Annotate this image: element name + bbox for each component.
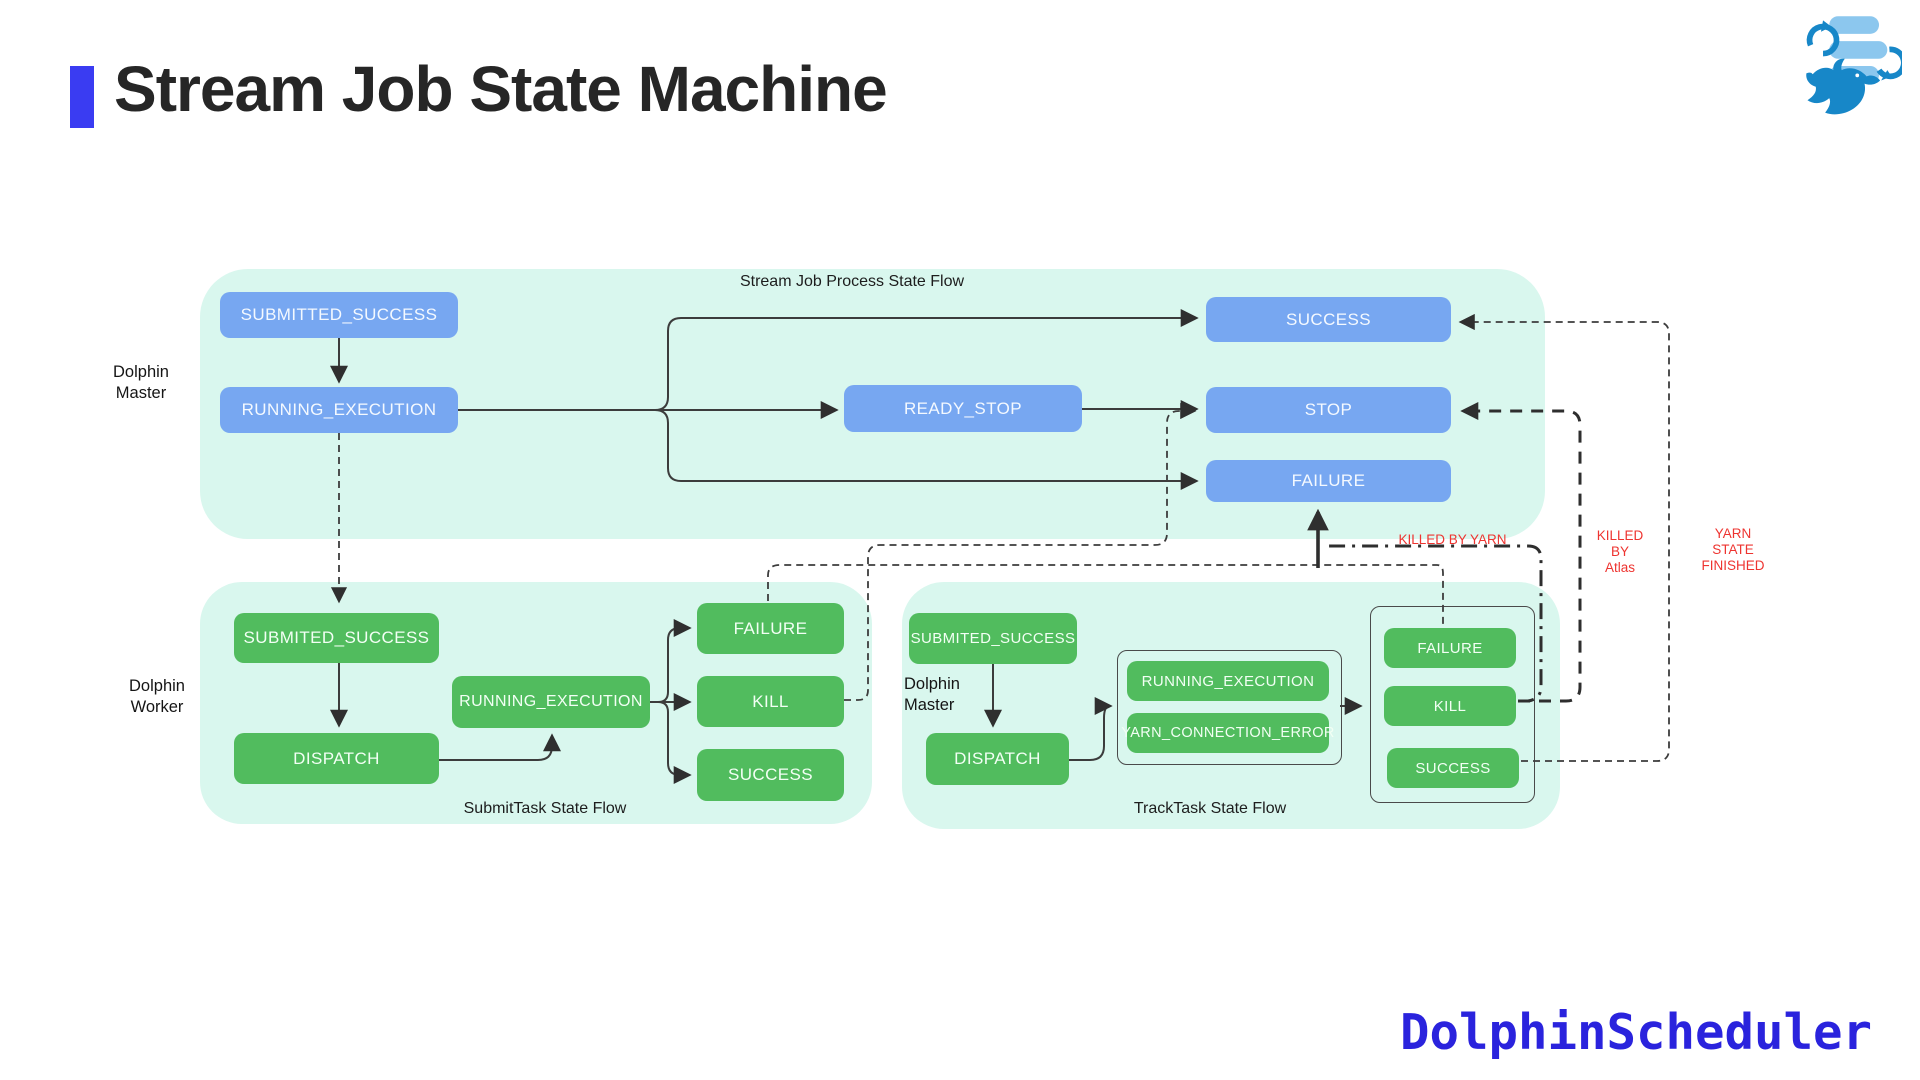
- node-track-dispatch: DISPATCH: [926, 733, 1069, 785]
- dolphin-icon: [1806, 58, 1881, 115]
- node-submit-running-execution: RUNNING_EXECUTION: [452, 676, 650, 728]
- logo-bar: [1829, 16, 1880, 34]
- label-dolphin-worker: Dolphin Worker: [129, 677, 185, 716]
- node-process-failure: FAILURE: [1206, 460, 1451, 502]
- node-submit-success: SUCCESS: [697, 749, 844, 801]
- node-track-running-execution: RUNNING_EXECUTION: [1127, 661, 1329, 701]
- logo-arrowhead: [1881, 70, 1892, 81]
- logo-arrowhead: [1820, 20, 1832, 32]
- track-running-group: [1117, 650, 1342, 765]
- title-accent-bar: [70, 66, 94, 128]
- dolphinscheduler-wordmark: DolphinScheduler: [1400, 1004, 1873, 1061]
- node-track-submited-success: SUBMITED_SUCCESS: [909, 613, 1077, 664]
- label-dolphin-master-top: Dolphin Master: [113, 363, 169, 402]
- logo-bar: [1829, 41, 1888, 59]
- dolphinscheduler-logo-icon: [1806, 16, 1902, 115]
- dolphin-eye: [1855, 73, 1860, 78]
- track-task-title: TrackTask State Flow: [1133, 800, 1287, 817]
- node-track-kill: KILL: [1384, 686, 1516, 726]
- node-submit-dispatch: DISPATCH: [234, 733, 439, 784]
- node-track-yarn-connection-error: YARN_CONNECTION_ERROR: [1121, 713, 1334, 753]
- node-track-failure: FAILURE: [1384, 628, 1516, 668]
- submit-task-title: SubmitTask State Flow: [463, 800, 627, 817]
- node-submit-failure: FAILURE: [697, 603, 844, 654]
- node-process-submitted-success: SUBMITTED_SUCCESS: [220, 292, 458, 338]
- annotation-yarn-state-finished: YARN STATE FINISHED: [1701, 526, 1765, 573]
- annotation-killed-by-atlas: KILLED BY Atlas: [1596, 528, 1644, 575]
- node-track-success: SUCCESS: [1387, 748, 1519, 788]
- node-process-ready-stop: READY_STOP: [844, 385, 1082, 432]
- node-process-success: SUCCESS: [1206, 297, 1451, 342]
- node-submit-kill: KILL: [697, 676, 844, 727]
- node-submit-submited-success: SUBMITED_SUCCESS: [234, 613, 439, 663]
- logo-cycle-arrow-left: [1806, 23, 1840, 57]
- node-process-running-execution: RUNNING_EXECUTION: [220, 387, 458, 433]
- process-flow-title: Stream Job Process State Flow: [739, 273, 965, 290]
- label-dolphin-master-track: Dolphin Master: [904, 675, 960, 714]
- node-process-stop: STOP: [1206, 387, 1451, 433]
- annotation-killed-by-yarn: KILLED BY YARN: [1398, 532, 1507, 547]
- page-title: Stream Job State Machine: [114, 53, 888, 125]
